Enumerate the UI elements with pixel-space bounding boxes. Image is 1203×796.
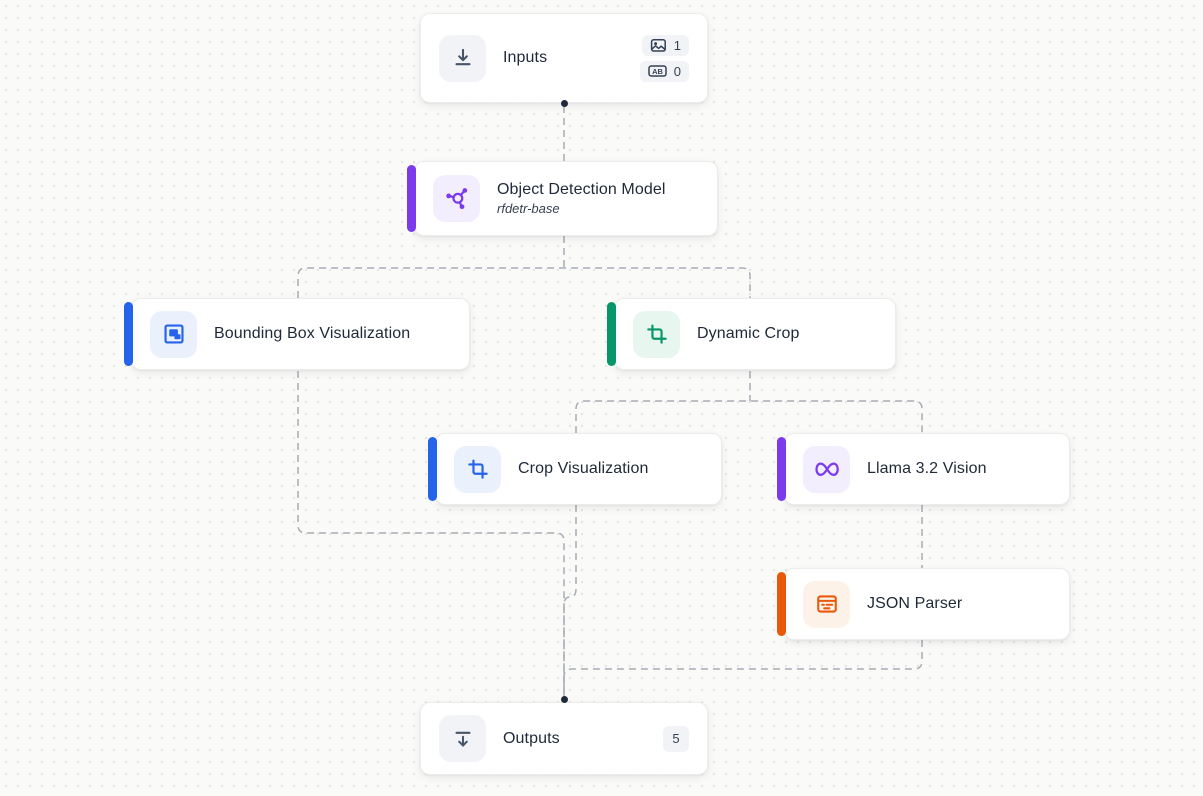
accent-bar-green — [607, 302, 616, 366]
image-count: 1 — [673, 37, 681, 53]
accent-bar-purple — [407, 165, 416, 232]
node-inputs[interactable]: Inputs 1 AB 0 — [420, 13, 708, 103]
accent-bar-orange — [777, 572, 786, 636]
accent-bar-blue — [428, 437, 437, 501]
node-object-detection-model[interactable]: Object Detection Model rfdetr-base — [407, 161, 718, 236]
outputs-title: Outputs — [503, 729, 560, 747]
node-json-parser[interactable]: JSON Parser — [777, 568, 1070, 640]
image-count-badge: 1 — [641, 34, 689, 56]
outputs-count-badge: 5 — [663, 725, 689, 752]
model-network-icon — [446, 188, 468, 210]
accent-bar-blue — [124, 302, 133, 366]
node-outputs[interactable]: Outputs 5 — [420, 702, 708, 775]
node-crop-visualization[interactable]: Crop Visualization — [428, 433, 722, 505]
edge-odm-branch — [297, 267, 751, 298]
dcrop-title: Dynamic Crop — [697, 325, 800, 342]
edge-cropviz-to-outputs — [563, 505, 577, 697]
text-count-badge: AB 0 — [639, 60, 689, 82]
meta-icon — [814, 462, 839, 476]
import-icon — [454, 48, 471, 66]
ab-glyph: AB — [652, 67, 663, 76]
inputs-output-handle[interactable] — [560, 100, 568, 107]
crop-icon — [467, 459, 488, 479]
dcrop-icon-box — [633, 310, 680, 358]
json-parser-icon — [816, 595, 837, 613]
edge-bbox-to-outputs — [297, 371, 565, 697]
text-count: 0 — [673, 63, 681, 79]
json-icon-box — [803, 580, 850, 628]
node-dynamic-crop[interactable]: Dynamic Crop — [607, 298, 896, 370]
node-llama-vision[interactable]: Llama 3.2 Vision — [777, 433, 1070, 505]
image-input-icon — [650, 38, 666, 52]
edge-json-to-outputs — [563, 640, 923, 697]
inputs-badges: 1 AB 0 — [639, 34, 689, 82]
outputs-input-handle[interactable] — [560, 695, 568, 703]
crop-icon — [646, 324, 667, 344]
bounding-box-icon — [163, 324, 184, 344]
inputs-icon-box — [439, 34, 486, 82]
inputs-title: Inputs — [503, 49, 548, 66]
edge-dcrop-branch — [575, 400, 923, 433]
cropviz-icon-box — [454, 445, 501, 493]
bbox-title: Bounding Box Visualization — [214, 325, 411, 342]
text-input-icon: AB — [648, 65, 667, 77]
outputs-icon-box — [439, 715, 486, 762]
cropviz-title: Crop Visualization — [518, 460, 649, 477]
node-bounding-box-visualization[interactable]: Bounding Box Visualization — [124, 298, 470, 370]
bbox-icon-box — [150, 310, 197, 358]
json-title: JSON Parser — [867, 595, 963, 612]
export-icon — [454, 731, 471, 747]
odm-title: Object Detection Model — [497, 181, 666, 198]
accent-bar-purple — [777, 437, 786, 501]
odm-model-id: rfdetr-base — [497, 201, 560, 216]
llama-title: Llama 3.2 Vision — [867, 460, 987, 477]
odm-icon-box — [433, 175, 480, 222]
odm-text: Object Detection Model rfdetr-base — [497, 181, 666, 216]
llama-icon-box — [803, 445, 850, 493]
